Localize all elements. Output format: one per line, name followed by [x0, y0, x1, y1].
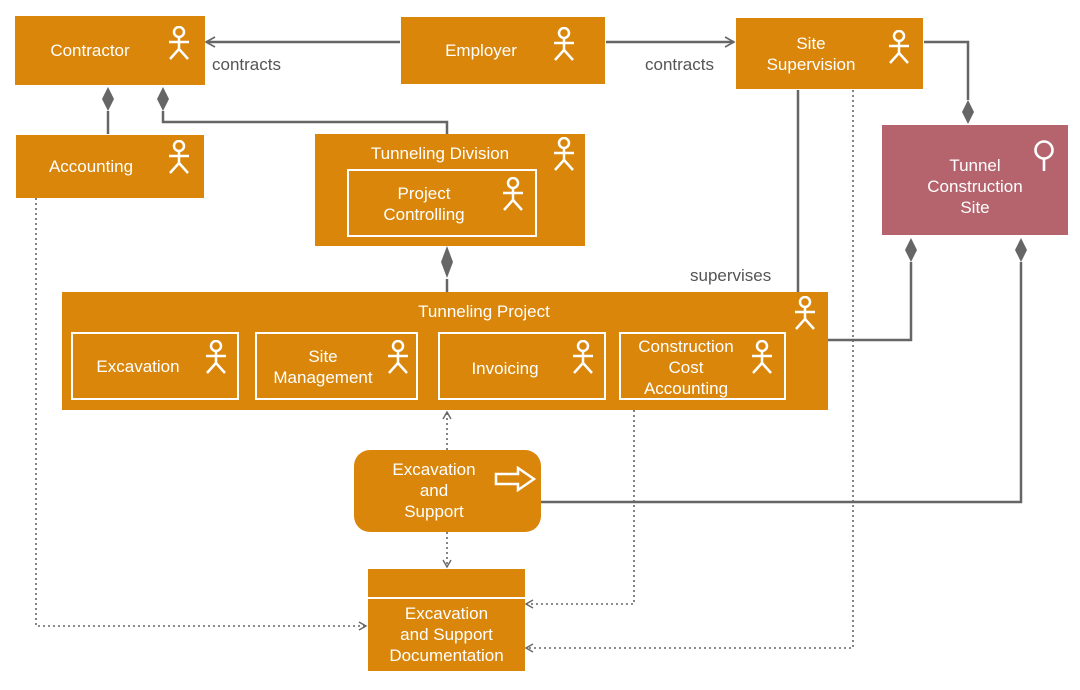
- actor-icon: [795, 296, 815, 330]
- excavation-support-process[interactable]: Excavation and Support: [354, 450, 541, 532]
- tunneling-project-label: Tunneling Project: [418, 302, 550, 321]
- site-management-box[interactable]: Site Management: [255, 332, 418, 400]
- edge-supervision-document: [524, 90, 854, 653]
- contracts-label-left: contracts: [212, 55, 281, 74]
- composition-diamond: [905, 238, 917, 262]
- invoicing-label: Invoicing: [471, 359, 539, 378]
- contractor-box[interactable]: Contractor: [15, 16, 205, 85]
- actor-icon: [554, 27, 574, 61]
- tunneling-division-box[interactable]: Tunneling Division Project Controlling: [315, 134, 585, 246]
- edge-supervision-site: [924, 40, 970, 100]
- actor-icon: [554, 137, 574, 171]
- edge-cost-accounting-document: [524, 410, 635, 609]
- site-management-label: Site Management: [273, 347, 373, 387]
- composition-diamond: [962, 100, 974, 124]
- composition-diamond: [102, 87, 114, 111]
- excavation-support-process-label: Excavation and Support: [392, 460, 476, 521]
- tunnel-construction-site-box[interactable]: Tunnel Construction Site: [882, 125, 1068, 235]
- actor-icon: [503, 177, 523, 211]
- supervises-label: supervises: [690, 266, 772, 285]
- actor-icon: [752, 340, 772, 374]
- process-arrow-icon: [494, 466, 536, 492]
- contractor-label: Contractor: [50, 41, 130, 60]
- actor-icon: [206, 340, 226, 374]
- construction-cost-accounting-box[interactable]: Construction Cost Accounting: [619, 332, 786, 400]
- edge-contractor-tunneling-division: [161, 111, 449, 134]
- actor-icon: [573, 340, 593, 374]
- construction-cost-accounting-label: Construction Cost Accounting: [638, 337, 734, 398]
- composition-diamond: [157, 87, 169, 111]
- edge-site-project: [828, 262, 913, 342]
- tunneling-project-box[interactable]: Tunneling Project Excavation Site Manage…: [62, 292, 828, 410]
- project-controlling-label: Project Controlling: [383, 184, 465, 224]
- edge-accounting-document: [35, 198, 368, 631]
- composition-diamond: [1015, 238, 1027, 262]
- site-supervision-box[interactable]: Site Supervision: [736, 18, 923, 89]
- project-controlling-box[interactable]: Project Controlling: [347, 169, 537, 237]
- documentation-header-divider: [368, 597, 525, 599]
- actor-icon: [889, 30, 909, 64]
- actor-icon: [169, 26, 189, 60]
- documentation-label: Excavation and Support Documentation: [389, 604, 504, 665]
- tunnel-construction-site-label: Tunnel Construction Site: [927, 156, 1023, 217]
- tunneling-division-label: Tunneling Division: [370, 144, 510, 163]
- excavation-label: Excavation: [96, 357, 180, 376]
- edge-site-process: [541, 262, 1023, 504]
- employer-box[interactable]: Employer: [401, 17, 605, 84]
- location-pin-icon: [1034, 140, 1054, 171]
- contracts-label-right: contracts: [645, 55, 714, 74]
- invoicing-box[interactable]: Invoicing: [438, 332, 606, 400]
- composition-diamond: [441, 246, 453, 278]
- actor-icon: [388, 340, 408, 374]
- excavation-box[interactable]: Excavation: [71, 332, 239, 400]
- actor-icon: [169, 140, 189, 174]
- documentation-object[interactable]: Excavation and Support Documentation: [368, 569, 525, 671]
- accounting-label: Accounting: [48, 157, 134, 176]
- employer-label: Employer: [445, 41, 517, 60]
- site-supervision-label: Site Supervision: [766, 34, 856, 74]
- accounting-box[interactable]: Accounting: [16, 135, 204, 198]
